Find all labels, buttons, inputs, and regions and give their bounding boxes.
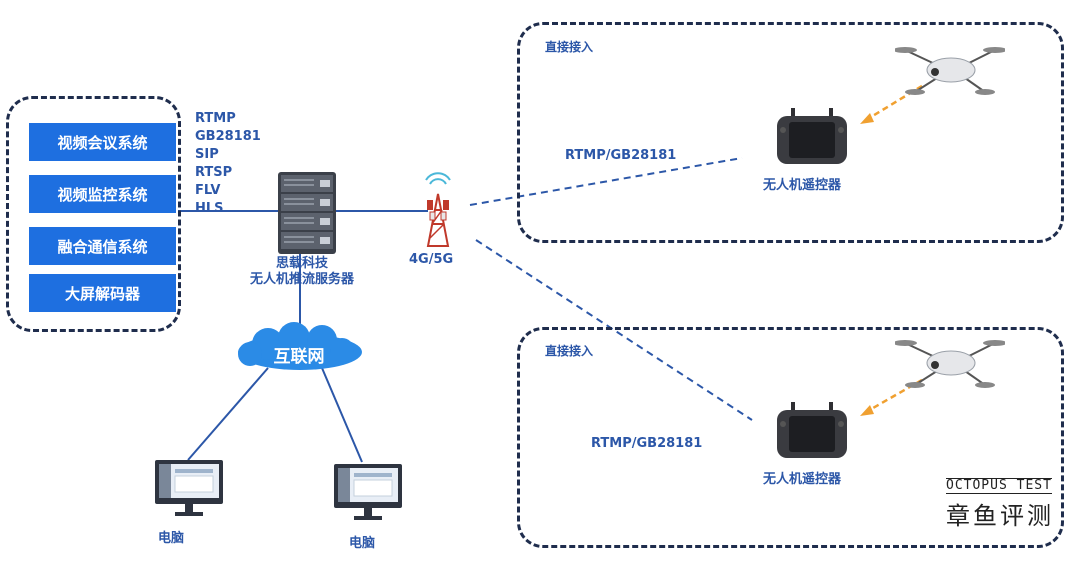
server-label: 思载科技 无人机推流服务器 [236, 256, 368, 288]
controller-label: 无人机遥控器 [763, 472, 842, 487]
protocol-item: FLV [195, 183, 221, 198]
protocol-item: GB28181 [195, 129, 261, 144]
system-item-unified-communication: 融合通信系统 [29, 227, 176, 265]
protocol-label: RTMP/GB28181 [565, 148, 677, 163]
system-item-screen-decoder: 大屏解码器 [29, 274, 176, 312]
system-item-video-surveillance: 视频监控系统 [29, 175, 176, 213]
protocol-item: SIP [195, 147, 219, 162]
protocol-label: RTMP/GB28181 [591, 436, 703, 451]
server-name: 无人机推流服务器 [249, 272, 354, 287]
computer-label: 电脑 [349, 536, 376, 551]
protocol-item: RTSP [195, 165, 233, 180]
drone-icon [895, 47, 1005, 95]
group-title: 直接接入 [545, 40, 594, 54]
cell-tower-icon [425, 172, 451, 247]
computer-icon [155, 460, 223, 516]
group-title: 直接接入 [545, 344, 594, 358]
logo-text-en: OCTOPUS TEST [946, 478, 1052, 494]
remote-controller-icon [777, 402, 847, 458]
direct-access-group-1 [517, 22, 1064, 243]
computer-label: 电脑 [158, 531, 185, 546]
logo-text-zh: 章鱼评测 [946, 502, 1054, 530]
server-company: 思载科技 [275, 256, 328, 271]
internet-label: 互联网 [273, 347, 325, 367]
controller-label: 无人机遥控器 [763, 178, 842, 193]
systems-group-box [6, 96, 181, 332]
internet-cloud-icon [238, 322, 362, 370]
protocol-item: HLS [195, 201, 224, 216]
protocol-item: RTMP [195, 111, 236, 126]
remote-controller-icon [777, 108, 847, 164]
protocol-list: RTMP GB28181 SIP RTSP FLV HLS [195, 110, 261, 218]
system-item-video-conference: 视频会议系统 [29, 123, 176, 161]
computer-icon [334, 464, 402, 520]
tower-label: 4G/5G [409, 252, 454, 267]
drone-icon [895, 340, 1005, 388]
server-rack-icon [278, 172, 336, 254]
direct-access-group-2 [517, 327, 1064, 548]
